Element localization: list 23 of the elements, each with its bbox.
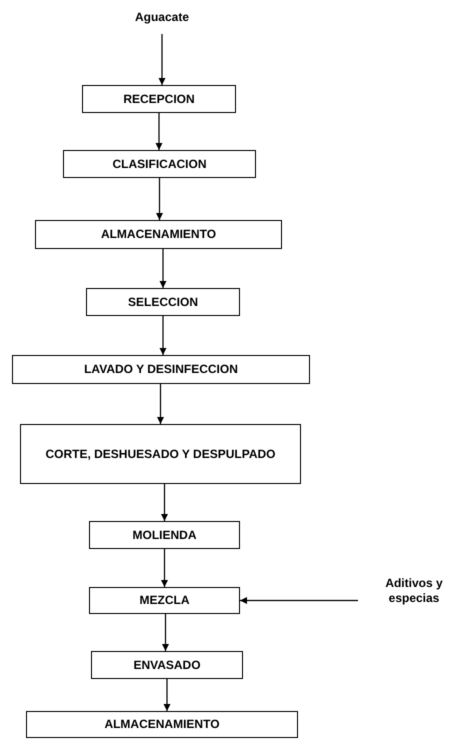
arrow [157,384,164,424]
arrow [240,597,358,604]
process-box: RECEPCION [82,85,236,113]
arrow [156,113,162,150]
process-box: MOLIENDA [89,521,240,549]
process-box: SELECCION [86,288,240,316]
process-box: MEZCLA [89,587,240,614]
process-box: LAVADO Y DESINFECCION [12,355,310,384]
input-label: Aguacate [112,4,212,30]
process-box: CORTE, DESHUESADO Y DESPULPADO [20,424,301,484]
process-box: ENVASADO [91,651,243,679]
input-label: Aditivos y especias [362,570,466,612]
arrow [160,249,166,288]
arrow [164,679,170,711]
arrow [158,34,166,85]
process-box: ALMACENAMIENTO [26,711,298,738]
arrow [161,484,168,521]
arrow [156,178,163,220]
process-box: ALMACENAMIENTO [35,220,282,249]
arrow [160,316,166,355]
arrow [161,549,168,587]
process-box: CLASIFICACION [63,150,256,178]
arrow [162,614,169,651]
